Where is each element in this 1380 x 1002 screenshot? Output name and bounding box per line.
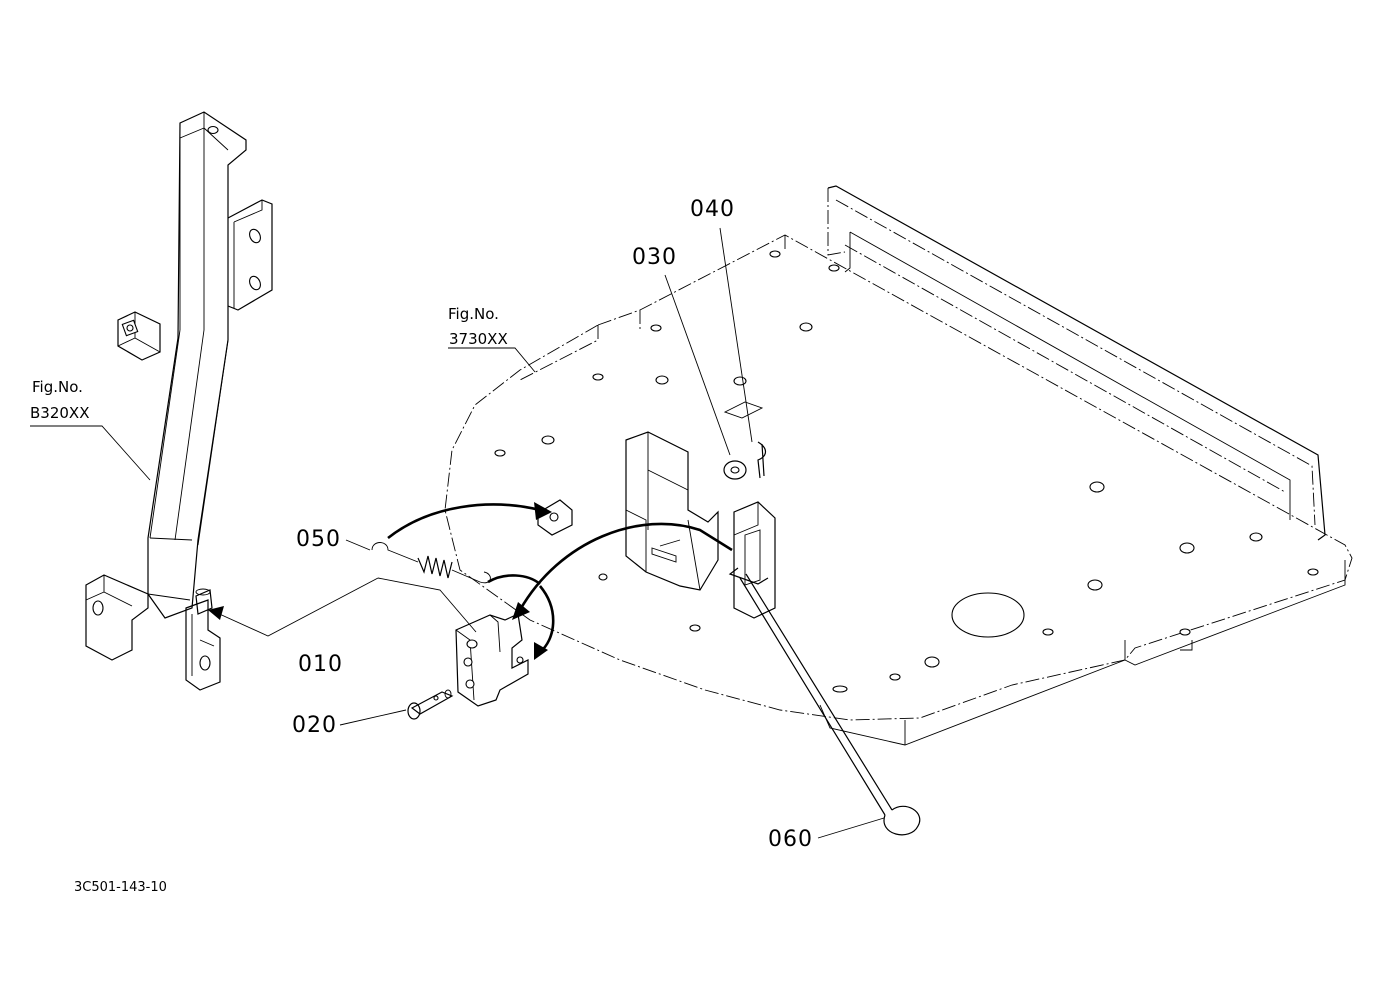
part-010-latch-plate [377,577,529,707]
callout-040: 040 [690,197,735,222]
floor-plate [444,185,1353,746]
part-060-rod [728,567,921,839]
drawing-code: 3C501-143-10 [74,880,167,895]
assembly-arrows [208,502,733,660]
callout-030: 030 [632,245,677,270]
figure-ref-label-1: Fig.No. [32,378,83,396]
part-030-washer [664,274,747,480]
part-020-pin [339,689,454,726]
figure-ref-label-2: Fig.No. [448,305,499,323]
callout-010: 010 [298,652,343,677]
part-040-cotter-pin [719,227,767,479]
callout-050: 050 [296,527,341,552]
callout-020: 020 [292,713,337,738]
frame-bracket [30,111,273,691]
figure-ref-number-2: 3730XX [449,330,508,348]
figure-ref-number-1: B320XX [30,404,89,422]
callout-060: 060 [768,827,813,852]
